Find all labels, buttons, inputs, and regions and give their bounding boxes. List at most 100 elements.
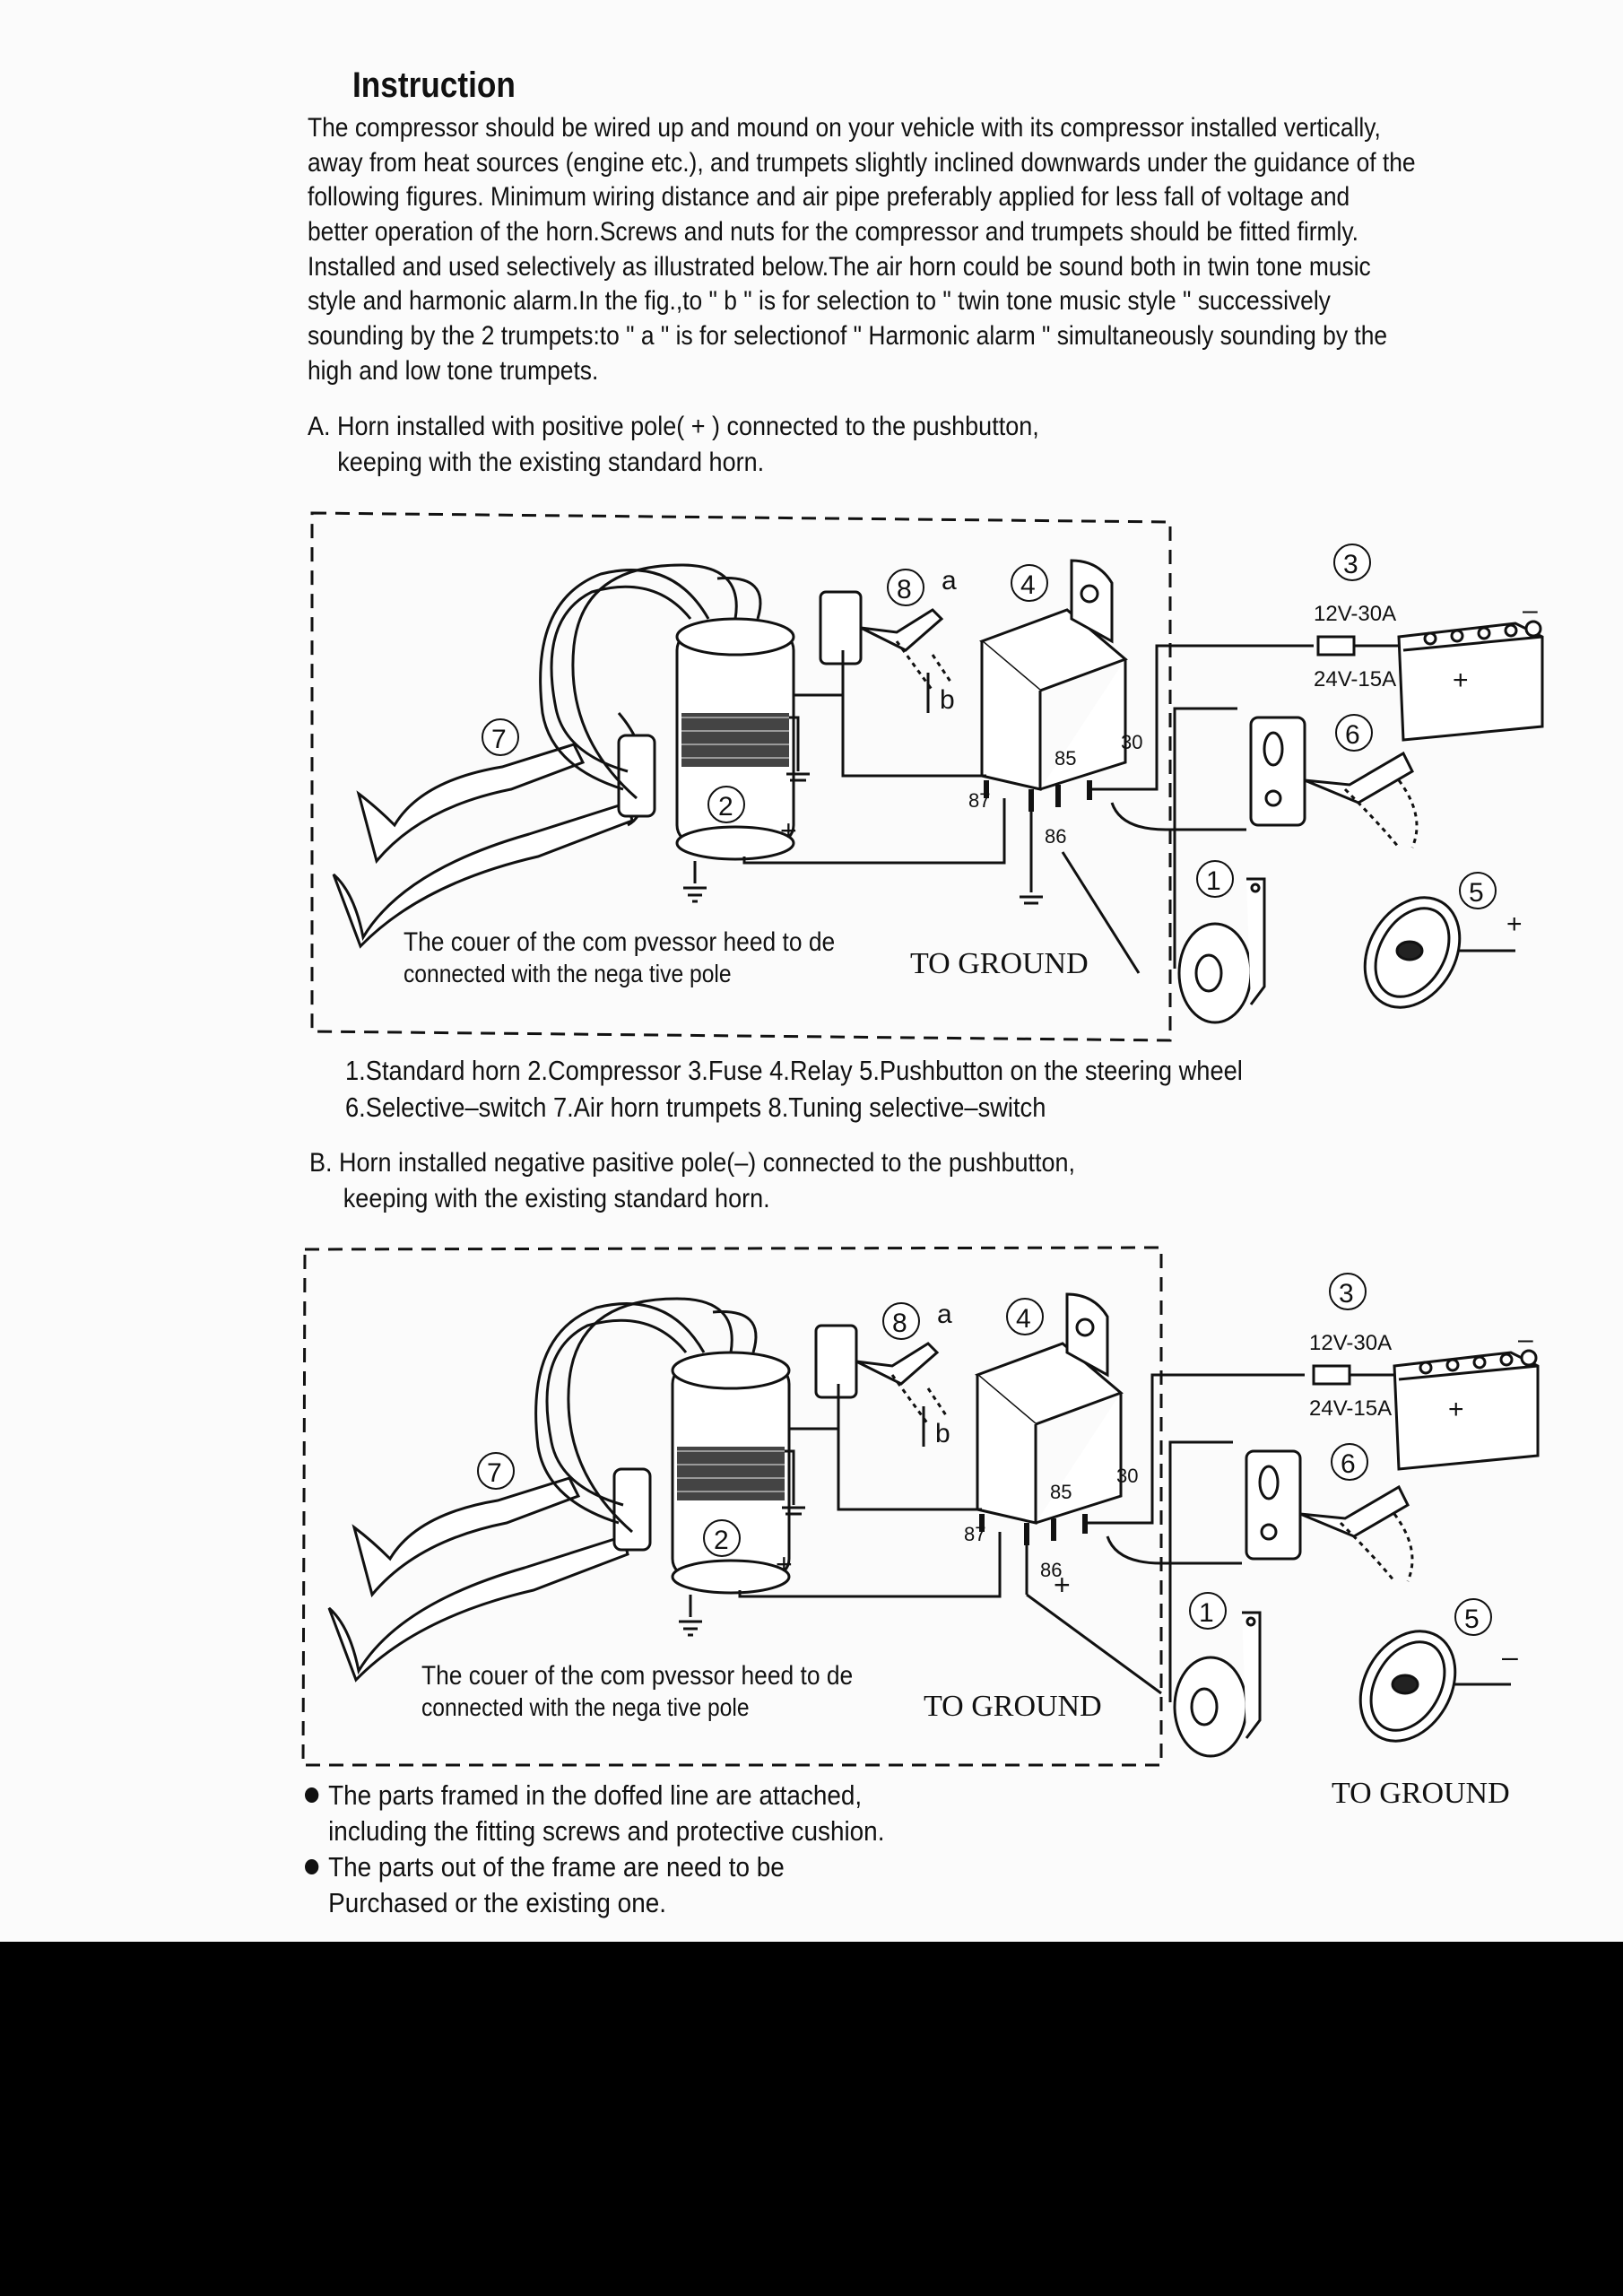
label-3: 3 bbox=[1343, 550, 1358, 579]
instruction-sheet: Instruction The compressor should be wir… bbox=[0, 0, 1623, 1942]
pin-30: 30 bbox=[1121, 731, 1142, 753]
note-item: The parts framed in the doffed line are … bbox=[305, 1778, 884, 1813]
intro-line: sounding by the 2 trumpets:to " a " is f… bbox=[308, 321, 1388, 352]
air-pipes bbox=[534, 1297, 758, 1534]
fuse: 3 12V-30A 24V-15A bbox=[1309, 1273, 1394, 1421]
battery: + – bbox=[1397, 596, 1544, 742]
label-7: 7 bbox=[491, 725, 507, 754]
fuse-12v: 12V-30A bbox=[1314, 602, 1396, 626]
section-a-line-2: keeping with the existing standard horn. bbox=[337, 448, 765, 477]
label-6: 6 bbox=[1341, 1449, 1356, 1479]
pin-87: 87 bbox=[968, 789, 990, 812]
fuse-24v: 24V-15A bbox=[1309, 1396, 1392, 1421]
note-item: The parts out of the frame are need to b… bbox=[305, 1849, 884, 1885]
tuning-selective-switch: 8 a b bbox=[814, 1300, 952, 1448]
battery-minus: – bbox=[1518, 1325, 1533, 1354]
intro-line: Installed and used selectively as illust… bbox=[308, 251, 1371, 282]
battery: + – bbox=[1393, 1325, 1540, 1471]
steering-wheel: 5 + bbox=[1363, 872, 1523, 1009]
cover-note-line-2: connected with the nega tive pole bbox=[421, 1693, 750, 1722]
wiring bbox=[738, 1373, 1511, 1702]
label-a: a bbox=[937, 1300, 952, 1329]
relay-plus: + bbox=[1054, 1569, 1071, 1601]
compressor: 2 bbox=[675, 617, 795, 903]
intro-paragraph: The compressor should be wired up and mo… bbox=[308, 111, 1416, 389]
battery-plus: + bbox=[1448, 1395, 1464, 1424]
label-a: a bbox=[942, 566, 957, 596]
label-8: 8 bbox=[897, 575, 912, 604]
bullet-icon bbox=[305, 1787, 319, 1803]
label-3: 3 bbox=[1339, 1279, 1354, 1309]
label-2: 2 bbox=[718, 792, 733, 822]
relay: 4 85 30 87 86 bbox=[968, 559, 1142, 848]
label-1: 1 bbox=[1199, 1598, 1214, 1628]
pin-30: 30 bbox=[1116, 1465, 1138, 1487]
intro-line: better operation of the horn.Screws and … bbox=[308, 217, 1358, 248]
intro-line: The compressor should be wired up and mo… bbox=[308, 113, 1381, 143]
air-pipes bbox=[539, 563, 762, 800]
standard-horn: 1 bbox=[1177, 860, 1266, 1024]
pin-85: 85 bbox=[1050, 1481, 1072, 1503]
label-7: 7 bbox=[487, 1458, 502, 1488]
selective-switch: 6 bbox=[1245, 1443, 1414, 1582]
note-text: The parts framed in the doffed line are … bbox=[328, 1779, 863, 1811]
selective-switch: 6 bbox=[1249, 714, 1419, 848]
note-text: The parts out of the frame are need to b… bbox=[328, 1851, 785, 1883]
label-4: 4 bbox=[1016, 1304, 1031, 1334]
intro-line: away from heat sources (engine etc.), an… bbox=[308, 147, 1416, 178]
wheel-plus: + bbox=[1506, 909, 1523, 939]
to-ground-outside-label: TO GROUND bbox=[1332, 1777, 1510, 1810]
legend-line-2: 6.Selective–switch 7.Air horn trumpets 8… bbox=[345, 1091, 1046, 1123]
cover-note-line-1: The couer of the com pvessor heed to de bbox=[404, 926, 835, 956]
note-text-continued: Purchased or the existing one. bbox=[328, 1887, 666, 1918]
parts-legend: 1.Standard horn 2.Compressor 3.Fuse 4.Re… bbox=[345, 1052, 1243, 1126]
standard-horn: 1 bbox=[1173, 1592, 1262, 1758]
air-horn-trumpets bbox=[332, 712, 656, 949]
dashed-frame bbox=[301, 1246, 1163, 1767]
label-5: 5 bbox=[1464, 1605, 1480, 1634]
compressor-plus: + bbox=[780, 814, 797, 847]
label-b: b bbox=[935, 1419, 950, 1448]
label-5: 5 bbox=[1469, 878, 1484, 908]
intro-line: high and low tone trumpets. bbox=[308, 355, 599, 386]
section-b-line-1: B. Horn installed negative pasitive pole… bbox=[309, 1148, 1076, 1178]
label-4: 4 bbox=[1020, 570, 1036, 600]
relay: 4 85 30 87 86 bbox=[964, 1292, 1138, 1581]
section-a-line-1: A. Horn installed with positive pole( + … bbox=[308, 412, 1039, 441]
label-2: 2 bbox=[714, 1526, 729, 1555]
page-title: Instruction bbox=[352, 65, 516, 105]
wiring-diagram-a: 2 8 a b 4 bbox=[310, 511, 1544, 1042]
cover-note-line-2: connected with the nega tive pole bbox=[404, 960, 732, 988]
to-ground-label: TO GROUND bbox=[924, 1690, 1102, 1723]
steering-wheel: 5 – bbox=[1358, 1598, 1518, 1743]
label-1: 1 bbox=[1206, 866, 1221, 896]
compressor-plus: + bbox=[776, 1548, 793, 1580]
label-8: 8 bbox=[892, 1309, 907, 1338]
wheel-minus: – bbox=[1502, 1640, 1518, 1673]
section-a-heading: A. Horn installed with positive pole( + … bbox=[308, 409, 1039, 481]
pin-86: 86 bbox=[1045, 825, 1066, 848]
pin-87: 87 bbox=[964, 1523, 985, 1545]
fuse: 3 12V-30A 24V-15A bbox=[1314, 544, 1399, 691]
section-b-line-2: keeping with the existing standard horn. bbox=[343, 1184, 770, 1213]
pin-85: 85 bbox=[1055, 747, 1076, 770]
notes-list: The parts framed in the doffed line are … bbox=[305, 1778, 884, 1921]
battery-minus: – bbox=[1523, 596, 1538, 625]
intro-line: following figures. Minimum wiring distan… bbox=[308, 182, 1350, 213]
label-6: 6 bbox=[1345, 720, 1360, 750]
section-b-heading: B. Horn installed negative pasitive pole… bbox=[309, 1145, 1075, 1217]
wiring bbox=[742, 644, 1515, 974]
fuse-24v: 24V-15A bbox=[1314, 667, 1396, 691]
wiring-diagram-b: 2 8 a b 4 85 bbox=[301, 1246, 1540, 1810]
dashed-frame bbox=[310, 511, 1172, 1042]
to-ground-label: TO GROUND bbox=[910, 947, 1089, 980]
tuning-selective-switch: 8 a b bbox=[819, 566, 957, 715]
bullet-icon bbox=[305, 1859, 319, 1874]
cover-note-line-1: The couer of the com pvessor heed to de bbox=[421, 1659, 853, 1690]
intro-line: style and harmonic alarm.In the fig.,to … bbox=[308, 286, 1331, 317]
battery-plus: + bbox=[1453, 665, 1469, 695]
fuse-12v: 12V-30A bbox=[1309, 1331, 1392, 1355]
legend-line-1: 1.Standard horn 2.Compressor 3.Fuse 4.Re… bbox=[345, 1055, 1243, 1086]
air-horn-trumpets bbox=[327, 1467, 652, 1683]
label-b: b bbox=[940, 685, 955, 715]
